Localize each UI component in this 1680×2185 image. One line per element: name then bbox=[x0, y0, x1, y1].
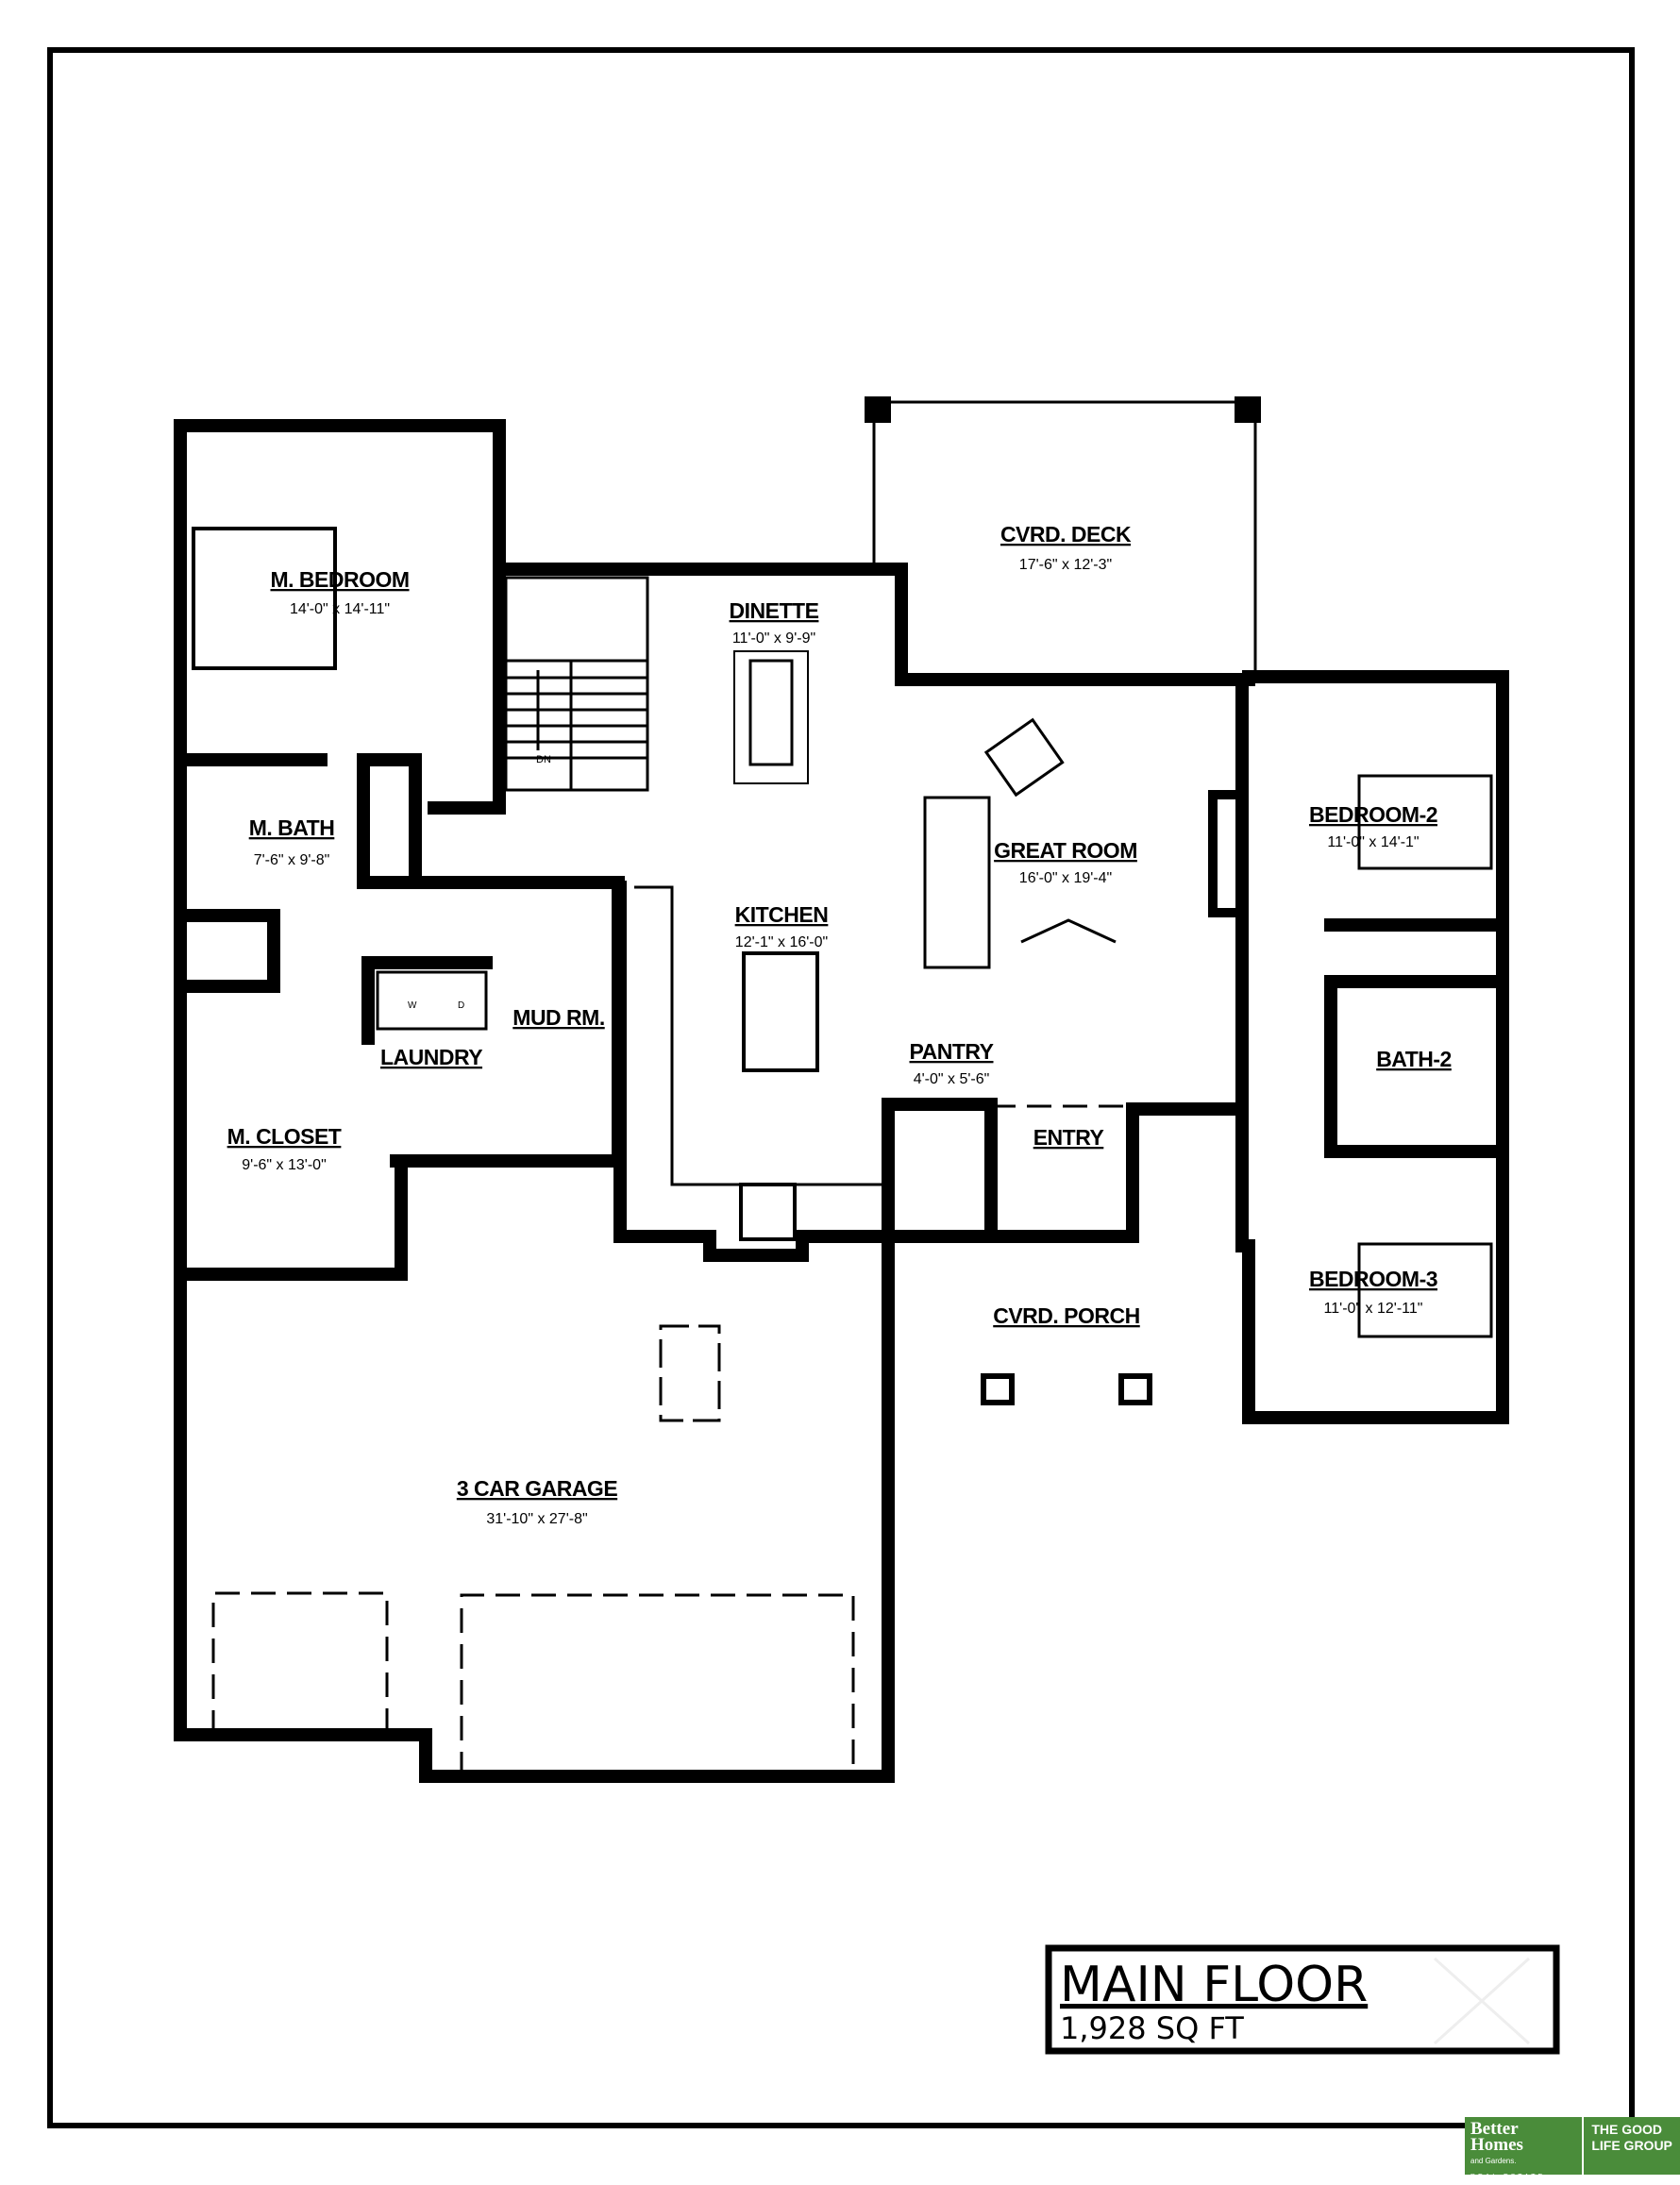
title-main-floor: MAIN FLOOR bbox=[1060, 1957, 1368, 2013]
room-labels: CVRD. DECK 17'-6" x 12'-3" M. BEDROOM 14… bbox=[227, 522, 1453, 1527]
walls: DN W D bbox=[174, 396, 1509, 1783]
dryer-label: D bbox=[458, 1000, 464, 1011]
washer-label: W bbox=[408, 1000, 417, 1011]
room-size-garage: 31'-10" x 27'-8" bbox=[486, 1511, 587, 1527]
sofa bbox=[923, 796, 991, 969]
room-name-bedroom-2: BEDROOM-2 bbox=[1309, 802, 1437, 827]
room-size-pantry: 4'-0" x 5'-6" bbox=[914, 1071, 990, 1087]
room-size-dinette: 11'-0" x 9'-9" bbox=[732, 630, 815, 647]
room-size-m-bedroom: 14'-0" x 14'-11" bbox=[290, 601, 390, 617]
room-size-kitchen: 12'-1" x 16'-0" bbox=[735, 934, 828, 950]
page-border bbox=[47, 47, 1635, 2128]
title-area: 1,928 SQ FT bbox=[1060, 2010, 1244, 2046]
room-name-cvrd-deck: CVRD. DECK bbox=[1000, 522, 1132, 546]
room-size-m-closet: 9'-6" x 13'-0" bbox=[242, 1157, 327, 1173]
room-name-cvrd-porch: CVRD. PORCH bbox=[993, 1303, 1140, 1328]
room-size-great-room: 16'-0" x 19'-4" bbox=[1019, 870, 1112, 886]
room-name-garage: 3 CAR GARAGE bbox=[457, 1476, 618, 1501]
armchair bbox=[983, 717, 1065, 798]
room-size-cvrd-deck: 17'-6" x 12'-3" bbox=[1019, 557, 1112, 573]
room-size-bedroom-3: 11'-0" x 12'-11" bbox=[1324, 1301, 1423, 1317]
bed bbox=[1357, 774, 1493, 870]
bed bbox=[192, 527, 337, 670]
brokerage-logo: Better Homes and Gardens. REAL ESTATE TH… bbox=[1465, 2117, 1680, 2180]
room-size-m-bath: 7'-6" x 9'-8" bbox=[254, 852, 330, 868]
room-name-pantry: PANTRY bbox=[910, 1039, 994, 1064]
room-name-great-room: GREAT ROOM bbox=[994, 838, 1137, 863]
group-name: THE GOOD LIFE GROUP bbox=[1591, 2122, 1672, 2153]
room-name-bedroom-3: BEDROOM-3 bbox=[1309, 1267, 1437, 1291]
room-name-dinette: DINETTE bbox=[730, 598, 819, 623]
room-name-laundry: LAUNDRY bbox=[380, 1045, 482, 1069]
stair-dn-label: DN bbox=[536, 754, 551, 765]
room-name-m-bath: M. BATH bbox=[249, 815, 335, 840]
staircase: DN bbox=[504, 576, 649, 792]
room-name-m-bedroom: M. BEDROOM bbox=[270, 567, 409, 592]
room-name-entry: ENTRY bbox=[1033, 1125, 1104, 1150]
room-name-m-closet: M. CLOSET bbox=[227, 1124, 342, 1149]
room-name-mud-rm: MUD RM. bbox=[512, 1005, 604, 1030]
room-name-bath-2: BATH-2 bbox=[1376, 1047, 1452, 1071]
room-name-kitchen: KITCHEN bbox=[735, 902, 829, 927]
room-size-bedroom-2: 11'-0" x 14'-1" bbox=[1327, 834, 1419, 850]
title-block: MAIN FLOOR 1,928 SQ FT bbox=[1045, 1944, 1560, 2055]
dining-table bbox=[748, 659, 794, 766]
bed bbox=[1357, 1242, 1493, 1338]
